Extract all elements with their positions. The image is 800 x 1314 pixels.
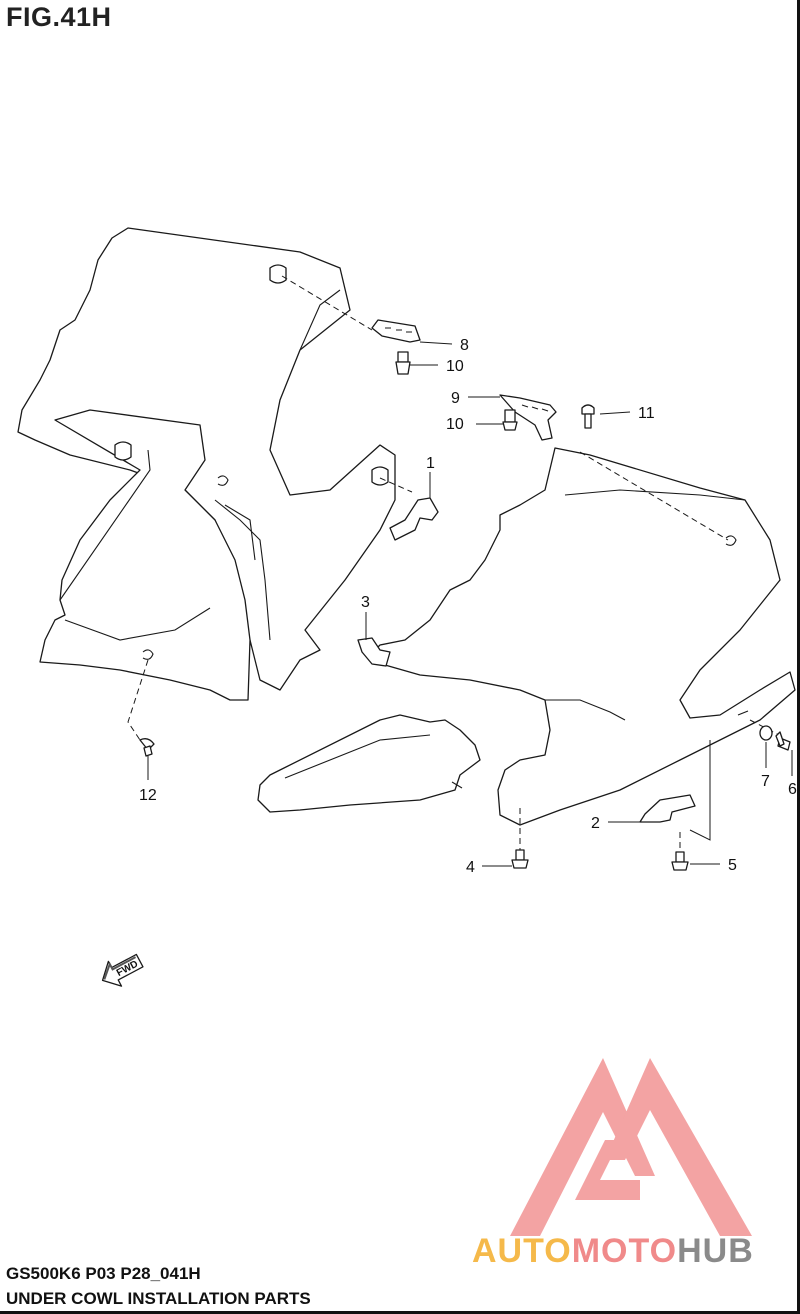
callout-6: 6 xyxy=(788,781,797,798)
callout-5: 5 xyxy=(728,857,737,874)
dashline-1 xyxy=(379,477,413,493)
left-cowl-inner-edge xyxy=(214,499,271,641)
dashline-11 xyxy=(579,451,729,541)
screw-5 xyxy=(671,851,689,871)
dashline-12 xyxy=(127,659,149,741)
left-cowl-ridge xyxy=(299,289,341,351)
watermark-inner-mark xyxy=(575,1140,640,1200)
fwd-arrow-icon: FWD xyxy=(101,953,144,987)
vertical-reference-line xyxy=(689,740,711,841)
left-cowl-grommet-mid xyxy=(371,466,389,486)
watermark-triangle-right xyxy=(605,1058,752,1236)
callout-10-lower: 10 xyxy=(446,416,464,433)
bolt-11 xyxy=(581,404,595,429)
right-upper-cowl xyxy=(369,447,796,826)
collar-7 xyxy=(759,725,773,741)
bracket-1 xyxy=(389,497,439,541)
callout-4: 4 xyxy=(466,859,475,876)
screw-12 xyxy=(139,738,155,757)
left-cowl-inner-edge-2 xyxy=(224,504,256,561)
belly-pan-tab xyxy=(451,781,463,789)
bolt-6 xyxy=(775,731,791,751)
left-lower-hole xyxy=(142,649,154,660)
bracket-9 xyxy=(499,394,557,441)
bracket-2 xyxy=(639,794,696,823)
dashline-8 xyxy=(281,275,373,331)
left-lower-grommet xyxy=(114,441,132,461)
left-lower-cover-crease xyxy=(59,449,151,601)
leader-8 xyxy=(419,341,453,345)
watermark-triangle-left xyxy=(510,1058,655,1236)
left-cowl-hole xyxy=(217,475,229,486)
watermark-logo xyxy=(510,1058,752,1236)
left-cowl-grommet-upper xyxy=(269,264,287,284)
callout-10-upper: 10 xyxy=(446,358,464,375)
right-cowl-hole xyxy=(725,535,737,546)
left-upper-cowl xyxy=(17,227,396,691)
right-cowl-crease xyxy=(545,699,626,721)
right-cowl-slot xyxy=(737,710,749,716)
bolt-10-upper xyxy=(395,351,411,375)
right-cowl-inner-edge xyxy=(564,489,746,501)
bracket-8 xyxy=(371,319,421,343)
callout-8: 8 xyxy=(460,337,469,354)
figure-title: FIG.41H xyxy=(6,2,112,32)
watermark-hub: HUB xyxy=(677,1232,754,1270)
callout-11: 11 xyxy=(638,405,655,422)
watermark-text: AUTOMOTOHUB xyxy=(472,1232,754,1270)
watermark-auto: AUTO xyxy=(472,1232,572,1270)
fwd-label: FWD xyxy=(115,959,140,979)
figure-caption: UNDER COWL INSTALLATION PARTS xyxy=(6,1289,311,1308)
screw-4 xyxy=(511,849,529,869)
bracket-3 xyxy=(357,637,391,667)
belly-pan-ridge xyxy=(284,734,431,779)
callout-3: 3 xyxy=(361,594,370,611)
watermark-moto: MOTO xyxy=(572,1232,677,1270)
figure-code: GS500K6 P03 P28_041H xyxy=(6,1264,201,1283)
callout-9: 9 xyxy=(451,390,460,407)
bolt-10-lower xyxy=(502,409,518,431)
callout-7: 7 xyxy=(761,773,770,790)
callout-1: 1 xyxy=(426,455,435,472)
callout-2: 2 xyxy=(591,815,600,832)
left-lower-side-cover xyxy=(39,409,251,701)
left-lower-cover-crease-2 xyxy=(64,607,211,641)
leader-11 xyxy=(599,411,631,415)
lower-belly-pan xyxy=(257,714,481,813)
callout-12: 12 xyxy=(139,787,157,804)
